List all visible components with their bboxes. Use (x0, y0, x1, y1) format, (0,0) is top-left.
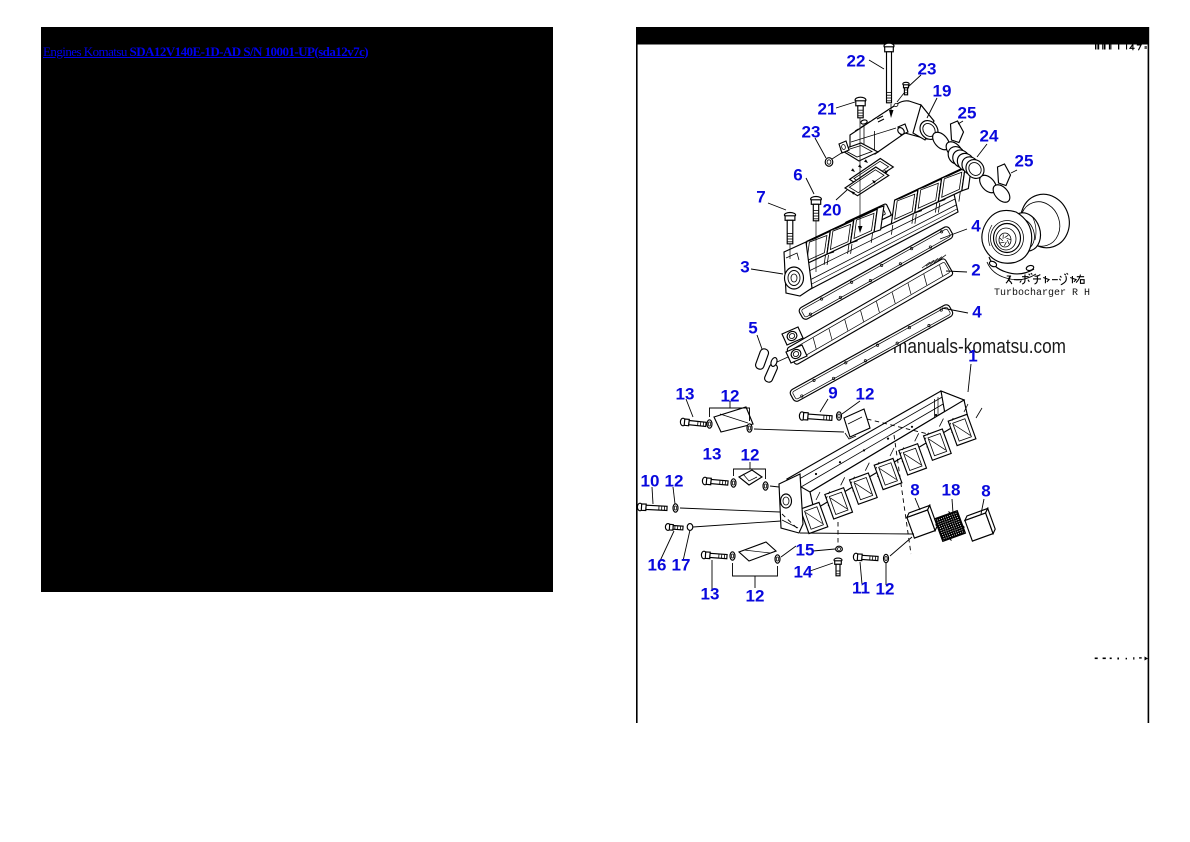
svg-text:12: 12 (856, 385, 875, 404)
svg-text:6: 6 (793, 166, 802, 185)
svg-text:8: 8 (910, 481, 919, 500)
svg-text:1: 1 (968, 347, 977, 366)
svg-text:5: 5 (748, 319, 757, 338)
svg-text:17: 17 (672, 556, 691, 575)
svg-text:20: 20 (823, 201, 842, 220)
svg-text:4: 4 (971, 217, 981, 236)
svg-text:12: 12 (741, 446, 760, 465)
svg-text:10: 10 (641, 472, 660, 491)
svg-text:8: 8 (981, 482, 990, 501)
svg-text:4: 4 (972, 303, 982, 322)
svg-text:13: 13 (676, 385, 695, 404)
svg-text:23: 23 (802, 123, 821, 142)
svg-text:18: 18 (942, 481, 961, 500)
svg-text:15: 15 (796, 541, 815, 560)
svg-text:12: 12 (876, 580, 895, 599)
svg-text:12: 12 (746, 587, 765, 606)
svg-text:23: 23 (918, 60, 937, 79)
svg-text:21: 21 (818, 100, 837, 119)
svg-text:11: 11 (852, 579, 870, 598)
svg-text:16: 16 (648, 556, 667, 575)
svg-text:22: 22 (847, 52, 866, 71)
svg-text:25: 25 (1015, 152, 1034, 171)
svg-text:13: 13 (703, 445, 722, 464)
svg-text:12: 12 (665, 472, 684, 491)
svg-text:manuals-komatsu.com: manuals-komatsu.com (893, 336, 1066, 358)
svg-text:14: 14 (794, 563, 813, 582)
svg-text:9: 9 (828, 384, 837, 403)
svg-text:Turbocharger R H: Turbocharger R H (994, 287, 1090, 299)
svg-text:13: 13 (701, 585, 720, 604)
svg-text:19: 19 (933, 82, 952, 101)
svg-text:7: 7 (756, 188, 765, 207)
svg-text:24: 24 (980, 127, 999, 146)
svg-text:2: 2 (971, 261, 980, 280)
svg-text:25: 25 (958, 104, 977, 123)
svg-text:3: 3 (740, 258, 749, 277)
svg-text:12: 12 (721, 387, 740, 406)
